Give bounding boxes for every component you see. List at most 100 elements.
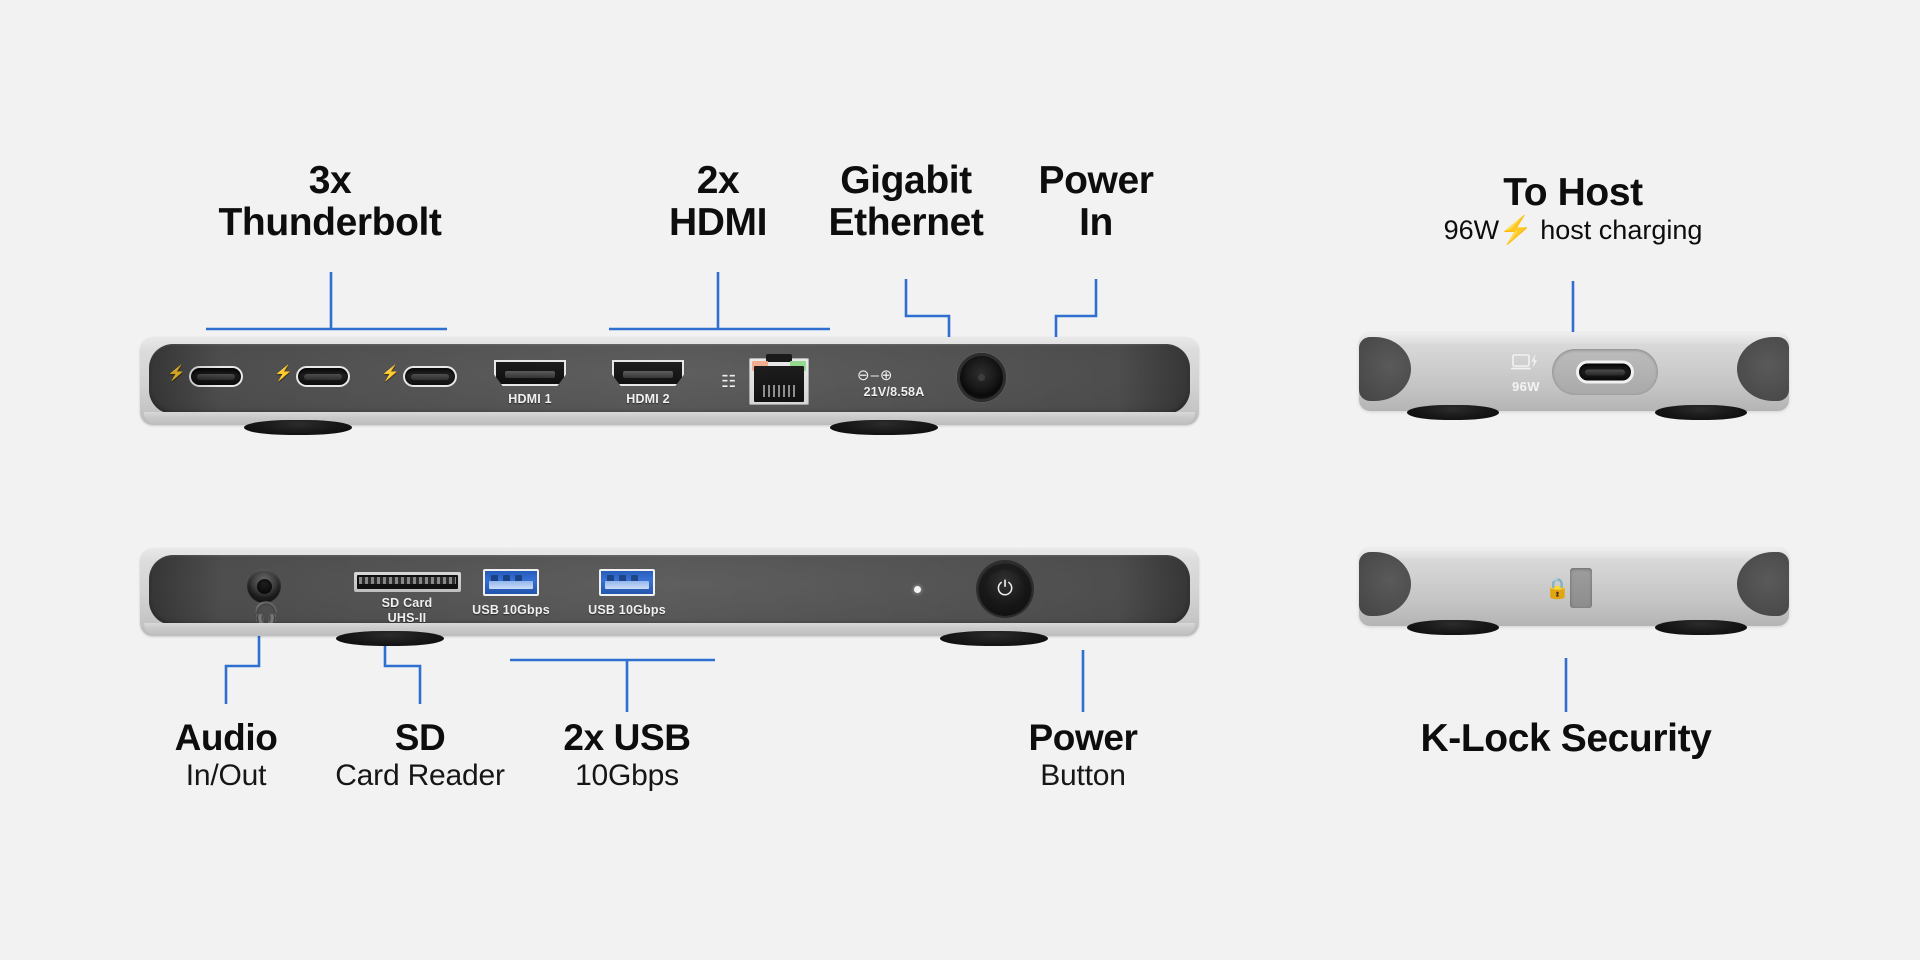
- thunderbolt-bolt-icon: ⚡: [381, 365, 400, 382]
- usb-a-port-1[interactable]: [483, 569, 539, 596]
- leader-power-in: [1054, 279, 1098, 340]
- callout-sd-subtitle: Card Reader: [335, 758, 505, 792]
- sd-card-slot[interactable]: [354, 572, 461, 592]
- polarity-icon: ⊖‒⊕: [857, 367, 894, 384]
- hdmi-port-1-label: HDMI 1: [508, 392, 552, 406]
- lock-dock-top-edge: [1359, 548, 1789, 559]
- callout-hdmi-title: 2x: [696, 159, 740, 202]
- usb-a-port-1-label: USB 10Gbps: [472, 603, 550, 617]
- ethernet-led-amber: [752, 361, 768, 371]
- host-usb-c-port[interactable]: [1576, 360, 1634, 384]
- usb-a-port-2-slot: [607, 575, 614, 582]
- lightning-bolt-icon: ⚡: [1499, 214, 1533, 245]
- usb-a-port-2[interactable]: [599, 569, 655, 596]
- power-button[interactable]: ⏻: [978, 562, 1032, 616]
- lock-dock-shell: 🔒: [1359, 548, 1789, 626]
- power-in-rating: 21V/8.58A: [863, 385, 925, 399]
- host-dock-shell: 96W: [1359, 333, 1789, 411]
- rear-dock-face: ⚡ ⚡ ⚡ HDMI 1 HDMI 2 ☷: [149, 344, 1190, 414]
- hdmi-port-2[interactable]: [612, 360, 684, 386]
- callout-audio: Audio In/Out: [126, 718, 326, 793]
- thunderbolt-bolt-icon: ⚡: [274, 365, 293, 382]
- status-led: [914, 586, 921, 593]
- front-dock-face: 🎧 SD Card UHS-II USB 10Gbps: [149, 555, 1190, 625]
- network-icon: ☷: [721, 372, 737, 391]
- lock-dock-body: 🔒: [1359, 548, 1789, 635]
- callout-thunderbolt-title: 3x: [308, 159, 352, 202]
- lock-dock-endcap-left: [1359, 552, 1411, 616]
- thunderbolt-port-3[interactable]: [403, 366, 457, 387]
- lock-dock-endcap-right: [1737, 552, 1789, 616]
- rear-dock-foot-left: [244, 420, 352, 435]
- rear-dock-foot-right: [830, 420, 938, 435]
- usb-a-port-2-slot: [619, 575, 626, 582]
- host-charging-text: host charging: [1532, 214, 1703, 245]
- callout-audio-subtitle: In/Out: [185, 758, 267, 792]
- callout-power-in-subtitle: In: [1079, 200, 1113, 244]
- callout-thunderbolt: 3x Thunderbolt: [130, 160, 530, 243]
- leader-audio: [224, 636, 261, 704]
- lock-dock-foot-right: [1655, 620, 1747, 635]
- callout-ethernet-title: Gigabit: [840, 159, 972, 202]
- thunderbolt-port-1[interactable]: [189, 366, 243, 387]
- callout-hdmi: 2x HDMI: [598, 160, 838, 243]
- callout-power-button: Power Button: [983, 718, 1183, 793]
- hdmi-port-2-label: HDMI 2: [626, 392, 670, 406]
- callout-power-in: Power In: [1016, 160, 1176, 243]
- host-dock-top-edge: [1359, 333, 1789, 344]
- audio-jack-port[interactable]: [247, 569, 281, 603]
- callout-to-host: To Host 96W⚡ host charging: [1373, 172, 1773, 246]
- ethernet-port-pins: [763, 385, 795, 397]
- sd-card-label-line1: SD Card: [381, 596, 433, 610]
- callout-usb: 2x USB 10Gbps: [527, 718, 727, 793]
- host-dock-endcap-right: [1737, 337, 1789, 401]
- hdmi-port-1-inner: [505, 371, 555, 378]
- usb-a-port-2-slot: [631, 575, 638, 582]
- callout-power-button-subtitle: Button: [1040, 758, 1126, 792]
- usb-a-port-2-tongue: [605, 581, 649, 589]
- headset-icon: 🎧: [253, 602, 280, 625]
- host-dock-endcap-left: [1359, 337, 1411, 401]
- ethernet-port-tab: [766, 354, 792, 362]
- callout-klock: K-Lock Security: [1366, 718, 1766, 760]
- ethernet-port-cavity: [754, 366, 804, 402]
- hdmi-port-2-inner: [623, 371, 673, 378]
- callout-to-host-subtitle: 96W⚡ host charging: [1373, 214, 1773, 246]
- callout-ethernet: Gigabit Ethernet: [806, 160, 1006, 243]
- callout-sd: SD Card Reader: [320, 718, 520, 793]
- front-dock-body: 🎧 SD Card UHS-II USB 10Gbps: [140, 548, 1199, 646]
- host-port-recess: [1552, 349, 1658, 395]
- leader-usb: [510, 658, 715, 712]
- host-dock-body: 96W: [1359, 333, 1789, 420]
- usb-a-port-1-slot: [503, 575, 510, 582]
- rear-dock-lip: [144, 412, 1195, 425]
- callout-usb-title: 2x USB: [563, 717, 691, 758]
- leader-ethernet: [904, 279, 951, 340]
- host-dock-foot-right: [1655, 405, 1747, 420]
- kensington-lock-slot[interactable]: [1570, 568, 1592, 608]
- front-dock-foot-right: [940, 631, 1048, 646]
- thunderbolt-port-2[interactable]: [296, 366, 350, 387]
- callout-audio-title: Audio: [174, 717, 278, 758]
- host-wattage-mark: 96W: [1512, 379, 1540, 394]
- leader-hdmi: [609, 272, 830, 331]
- leader-thunderbolt: [206, 272, 447, 331]
- callout-sd-title: SD: [394, 717, 446, 758]
- power-in-barrel-jack[interactable]: [957, 353, 1006, 402]
- front-dock-foot-left: [336, 631, 444, 646]
- laptop-charging-icon: 96W: [1506, 353, 1546, 394]
- hdmi-port-1[interactable]: [494, 360, 566, 386]
- ethernet-led-green: [790, 361, 806, 371]
- host-wattage: 96W: [1443, 214, 1500, 245]
- usb-a-port-2-label: USB 10Gbps: [588, 603, 666, 617]
- rear-dock-body: ⚡ ⚡ ⚡ HDMI 1 HDMI 2 ☷: [140, 337, 1199, 435]
- laptop-bolt-glyph: [1511, 354, 1537, 370]
- ethernet-port[interactable]: [749, 354, 809, 405]
- thunderbolt-bolt-icon: ⚡: [167, 365, 186, 382]
- callout-power-in-title: Power: [1038, 159, 1154, 202]
- usb-a-port-1-slot: [515, 575, 522, 582]
- callout-power-button-title: Power: [1028, 717, 1138, 758]
- callout-klock-title: K-Lock Security: [1420, 717, 1712, 760]
